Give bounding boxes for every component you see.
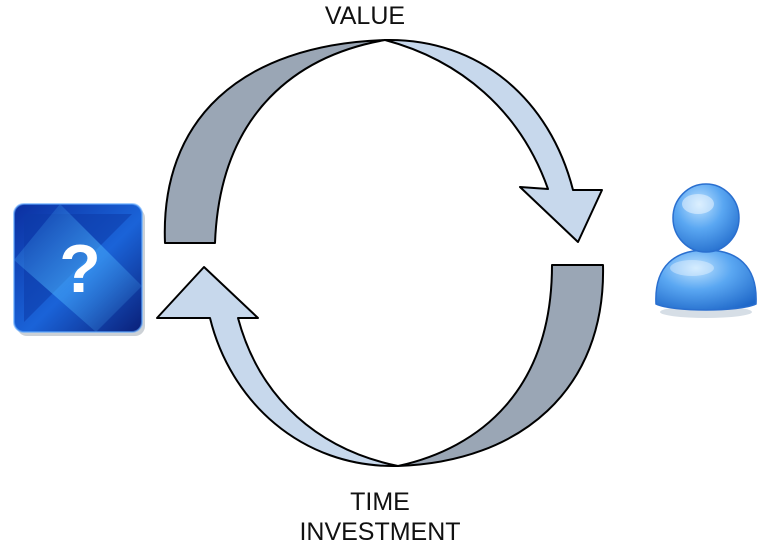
top-arc-dark-band <box>163 39 386 244</box>
user-icon <box>655 183 757 318</box>
question-mark-icon: ? <box>13 203 145 336</box>
time-label: TIME <box>350 488 410 516</box>
bottom-arc-dark-band <box>397 264 605 467</box>
value-label: VALUE <box>324 2 406 30</box>
bottom-arc-light-arrow <box>156 266 399 468</box>
question-glyph: ? <box>59 231 101 307</box>
top-arc-light-arrow <box>384 38 603 243</box>
investment-label: INVESTMENT <box>299 518 461 546</box>
